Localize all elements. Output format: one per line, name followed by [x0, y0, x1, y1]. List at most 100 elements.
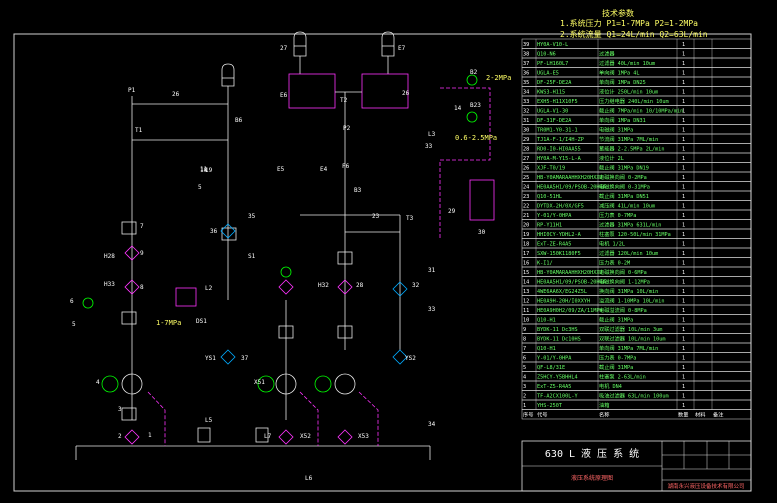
cell-qty: 1: [682, 99, 685, 105]
cell-no: 27: [523, 156, 529, 162]
header-cell: 序号: [523, 411, 533, 419]
cell-code: 4WE6AA6X/EG24Z5L: [537, 289, 587, 295]
cell-name: 蓄能器 2-2.5MPa 2L/min: [599, 145, 665, 153]
cell-code: TF-A2CX100L-Y: [537, 394, 578, 400]
component-label: H33: [104, 281, 115, 288]
cell-code: HE0AA5H1/09/PSOB-20H0A: [537, 280, 607, 286]
title-block: 630 L 液 压 系 统 液压系统原理图 湖南永兴液压设备技术有限公司: [521, 440, 752, 492]
cell-code: DF-25F-DE2A: [537, 80, 572, 86]
cell-name: 单向阀 1MPa 4L: [599, 69, 640, 77]
cell-name: 电磁换向阀 0-2MPa: [599, 173, 647, 181]
cell-name: 电磁换向阀 0-31MPa: [599, 183, 650, 191]
cell-code: PF-LH160L7: [537, 61, 568, 67]
component-label: 2: [118, 433, 122, 440]
notes-title: 技术参数: [602, 8, 634, 18]
cell-name: 截止阀 31MPa DN51: [599, 192, 649, 200]
cell-no: 20: [523, 223, 529, 229]
cell-no: 24: [523, 185, 529, 191]
component-label: X52: [300, 433, 311, 440]
component-label: 34: [428, 421, 436, 428]
component-label: L6: [305, 475, 313, 482]
cell-no: 21: [523, 213, 529, 219]
cell-code: ExT-ZE-R4A5: [537, 242, 571, 248]
cell-name: 截止阀 31MPa: [599, 316, 633, 324]
cell-no: 18: [523, 242, 529, 248]
cell-code: Y-01/Y-0HPA: [537, 356, 572, 362]
cell-name: 换向阀 31MPa 10L/min: [599, 287, 658, 295]
cell-code: HB-Y0AMARAAHHXH20HXXZ: [537, 175, 603, 181]
cell-name: 柱塞泵 120-50L/min 31MPa: [599, 230, 671, 238]
component-label: 23: [372, 213, 380, 220]
cell-code: ExT-Z5-R4A5: [537, 384, 571, 390]
header-cell: 名称: [599, 411, 609, 419]
cell-code: RD0-I0-HI0AA55: [537, 147, 581, 153]
cell-qty: 1: [682, 270, 685, 276]
footer-company: 湖南永兴液压设备技术有限公司: [667, 482, 744, 490]
cell-qty: 1: [682, 204, 685, 210]
cell-code: YHS-250T: [537, 403, 562, 409]
table-header: 序号代号名称数量材料备注: [521, 409, 752, 420]
component-label: P1: [128, 87, 136, 94]
cell-qty: 1: [682, 346, 685, 352]
component-label: E6: [280, 92, 288, 99]
cell-no: 9: [523, 327, 526, 333]
cell-name: 溢流阀 1-10MPa 10L/min: [599, 297, 665, 305]
cell-name: 电磁阀 31MPa: [599, 126, 633, 134]
cell-qty: 1: [682, 166, 685, 172]
cell-no: 6: [523, 356, 526, 362]
cell-qty: 1: [682, 213, 685, 219]
cell-name: 截止阀 7MPa/min 10/10MPa/min: [599, 107, 683, 115]
component-label: 33: [425, 143, 433, 150]
header-cell: 备注: [713, 411, 723, 419]
cell-qty: 1: [682, 327, 685, 333]
cell-code: QF-L8/31E: [537, 365, 565, 371]
cell-no: 38: [523, 52, 529, 58]
cell-qty: 1: [682, 251, 685, 257]
cell-code: DF-31F-DE2A: [537, 118, 572, 124]
cell-code: Q10-H1: [537, 346, 556, 352]
cell-no: 29: [523, 137, 529, 143]
cell-name: 电磁换向阀 1-12MPa: [599, 278, 650, 286]
cell-name: 液位计 250L/min 10um: [599, 88, 658, 96]
cell-name: 油箱: [599, 401, 609, 409]
component-label: 8: [140, 284, 144, 291]
cell-name: 压力继电器 240L/min 10um: [599, 97, 669, 105]
cell-qty: 1: [682, 280, 685, 286]
cell-code: RP-Y11H1: [537, 223, 562, 229]
component-label: H28: [104, 253, 115, 260]
cell-no: 3: [523, 384, 526, 390]
component-label: 30: [478, 229, 486, 236]
component-label: 5: [72, 321, 76, 328]
technical-notes: 技术参数 1.系统压力 P1=1-7MPa P2=1-2MPa 2.系统流量 Q…: [560, 8, 708, 39]
cell-qty: 1: [682, 365, 685, 371]
cell-code: TR0M1-Y0-31-1: [537, 128, 578, 134]
cell-no: 31: [523, 118, 529, 124]
cell-name: 单向阀 1MPa DN25: [599, 78, 646, 86]
component-label: 28: [356, 282, 364, 289]
cell-code: BYDK-11 Dc10HS: [537, 337, 581, 343]
component-label: 1: [148, 432, 152, 439]
cell-no: 30: [523, 128, 529, 134]
component-label: B3: [354, 187, 362, 194]
component-label: 33: [428, 306, 436, 313]
cell-name: 液位计 2L: [599, 154, 624, 162]
cell-qty: 1: [682, 109, 685, 115]
